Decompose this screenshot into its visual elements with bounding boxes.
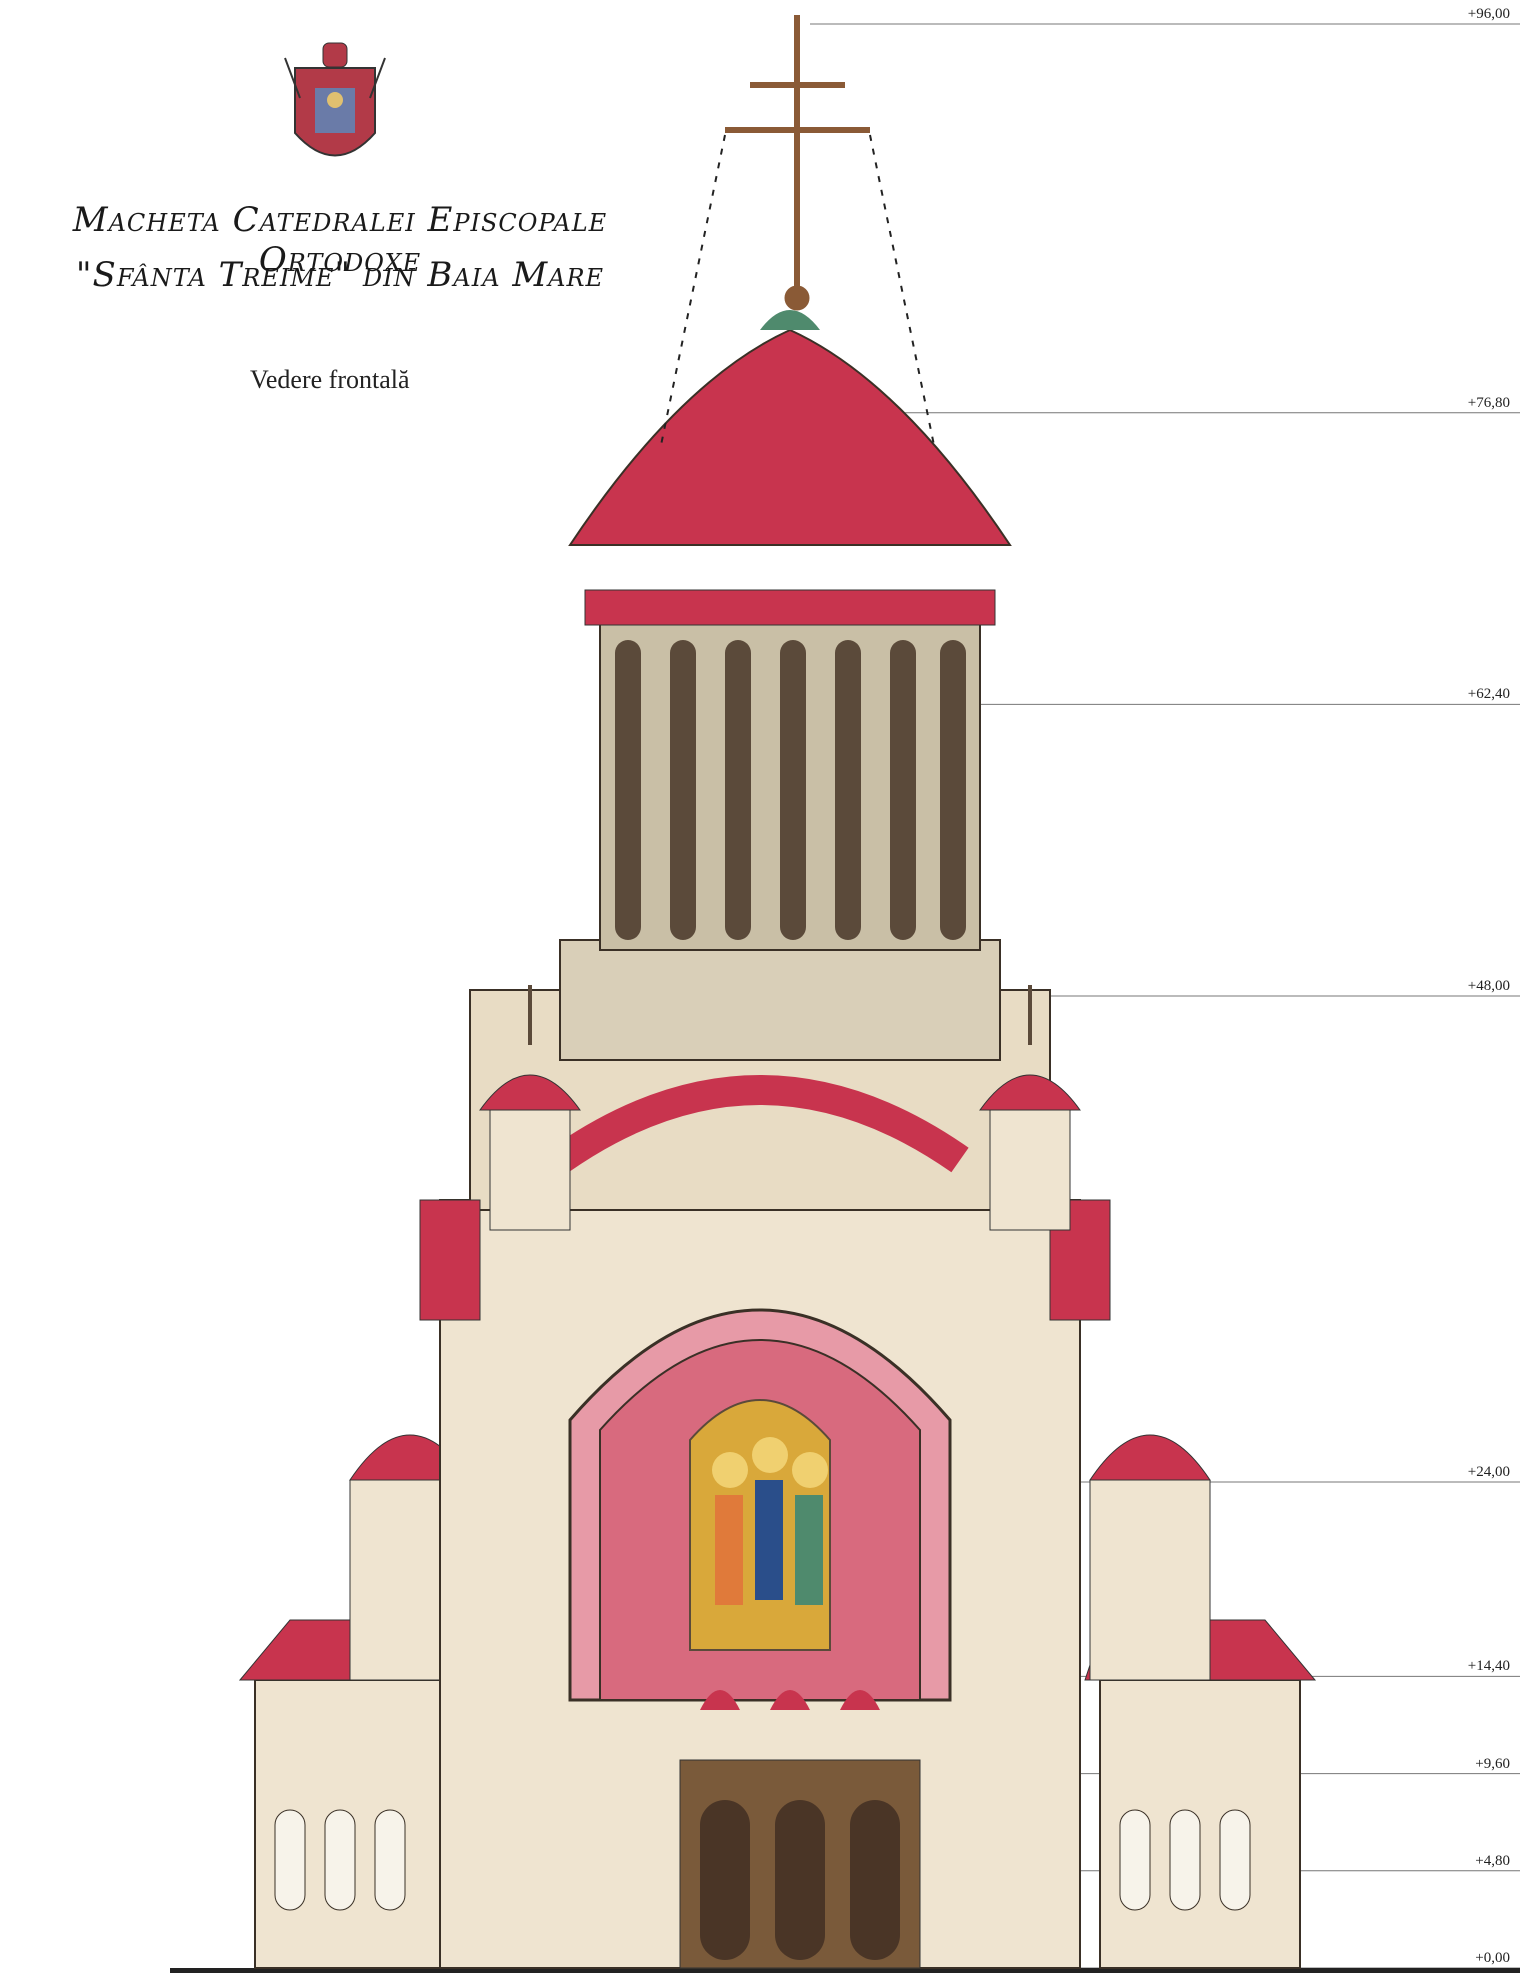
left-small-tower <box>479 985 581 1231</box>
trinity-icon-painting <box>689 1399 831 1651</box>
level-label: +62,40 <box>1467 686 1510 703</box>
main-cross <box>725 15 870 311</box>
left-wall-red <box>419 1199 481 1321</box>
ground-line <box>170 1968 1520 1973</box>
main-entrance <box>679 1690 921 1969</box>
level-label: +96,00 <box>1467 6 1510 22</box>
title-line-1: Macheta Catedralei Episcopale Ortodoxe <box>72 200 608 280</box>
title-line-2: "Sfânta Treime" din Baia Mare <box>75 255 605 295</box>
level-label: +14,40 <box>1467 1658 1510 1675</box>
central-drum <box>584 589 996 951</box>
upper-arch-band <box>551 1075 969 1173</box>
level-label: +0,00 <box>1475 1950 1510 1966</box>
level-label: +76,80 <box>1467 394 1510 411</box>
level-label: +48,00 <box>1467 978 1510 994</box>
cross-chain-right <box>869 134 936 451</box>
lower-right-wing <box>1084 1619 1317 1969</box>
cross-chain-left <box>659 134 726 451</box>
level-label: +9,60 <box>1475 1755 1510 1772</box>
dome-cap <box>760 310 820 330</box>
coat-of-arms-emblem <box>284 42 386 157</box>
dome-roof <box>568 328 1012 546</box>
right-side-tower <box>1089 1434 1211 1681</box>
subtitle: Vedere frontală <box>250 365 410 394</box>
right-small-tower <box>979 985 1081 1231</box>
level-label: +4,80 <box>1475 1852 1510 1869</box>
drum-base <box>559 939 1001 1061</box>
level-label: +24,00 <box>1467 1464 1510 1480</box>
